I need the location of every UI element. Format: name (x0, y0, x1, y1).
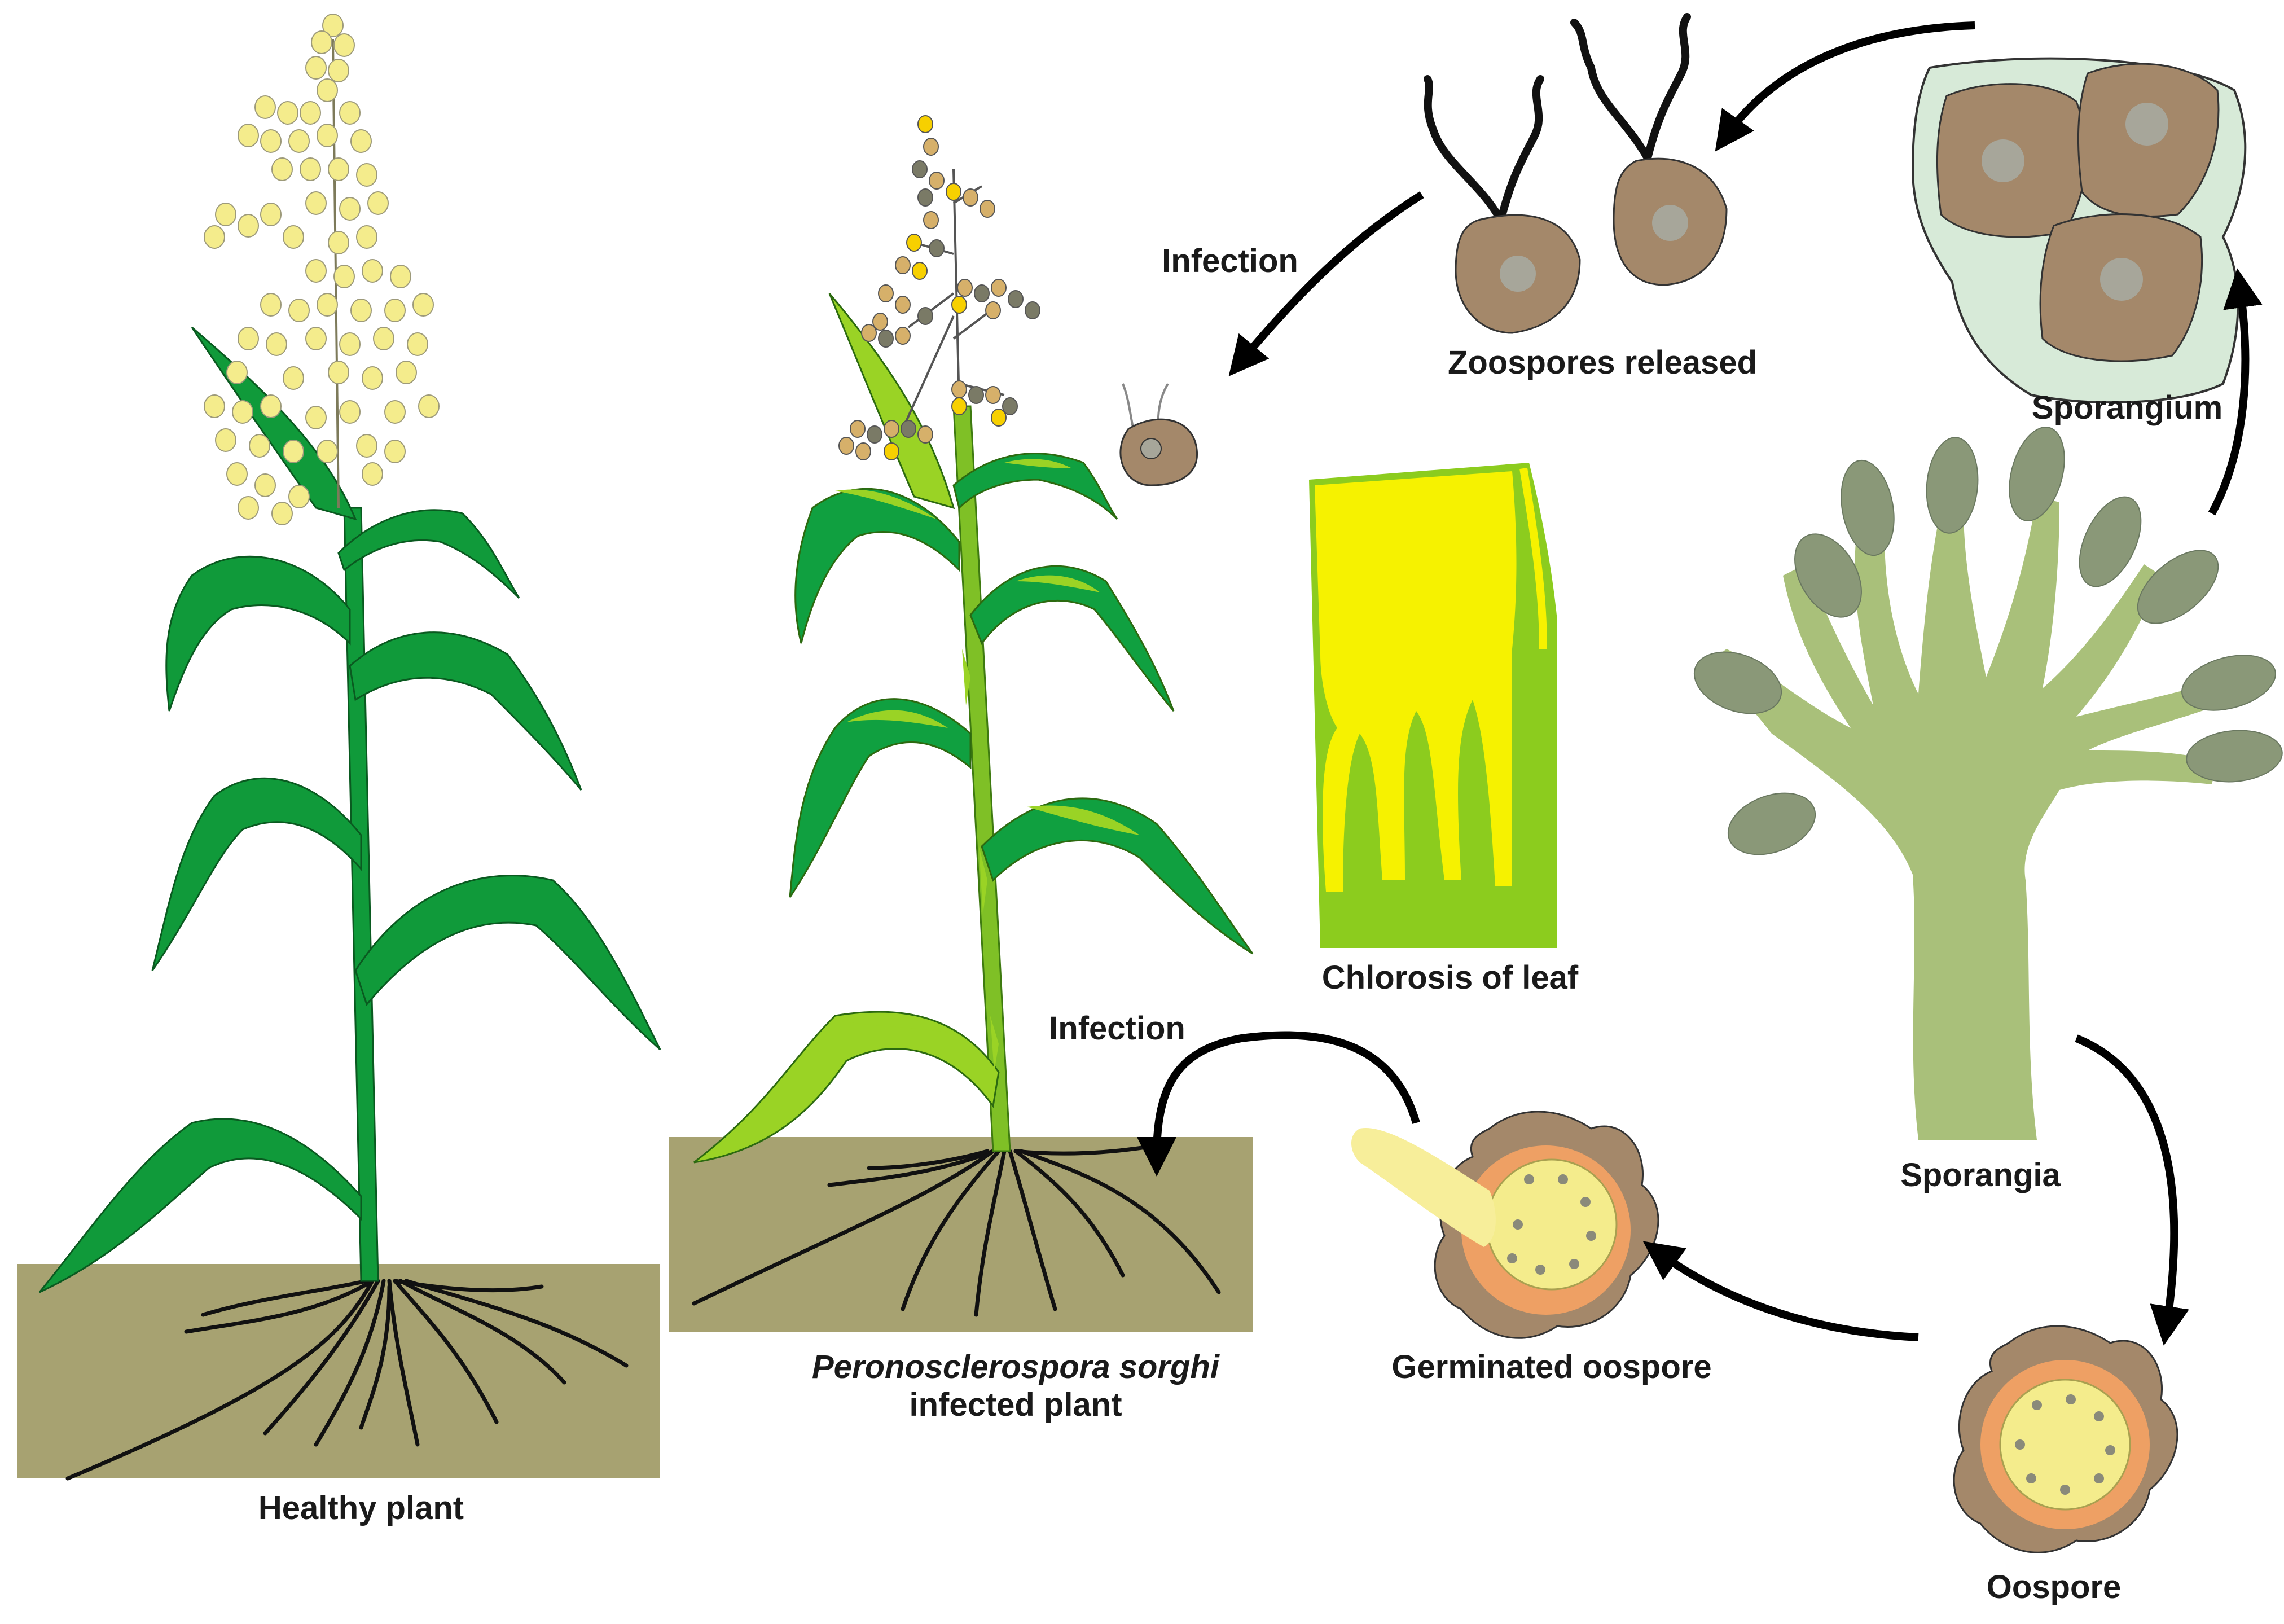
healthy-panicle (204, 14, 440, 525)
zoospore-1 (1424, 75, 1581, 334)
label-sporangium: Sporangium (2031, 389, 2223, 426)
arrow-germinated-to-infection (1137, 1031, 1420, 1177)
healthy-stem (343, 507, 379, 1282)
label-infected-plant: Peronosclerospora sorghi infected plant (700, 1349, 1332, 1424)
infected-stripes (835, 459, 1140, 1072)
label-infection-top: Infection (1162, 243, 1298, 279)
label-healthy-plant: Healthy plant (258, 1490, 464, 1526)
label-infection-bottom: Infection (1049, 1010, 1185, 1047)
infected-leaves (693, 293, 1254, 1164)
infected-plant (669, 115, 1254, 1332)
label-sporangia: Sporangia (1900, 1157, 2061, 1193)
label-chlorosis: Chlorosis of leaf (1321, 959, 1579, 996)
arrow-oospore-to-germinated (1642, 1241, 1919, 1341)
germinated-oospore (1351, 1111, 1659, 1339)
label-oospore: Oospore (1986, 1569, 2122, 1605)
healthy-leaves (38, 326, 661, 1293)
healthy-plant (17, 14, 661, 1481)
infected-panicle (838, 115, 1040, 460)
arrow-zoospores-to-infection (1228, 191, 1424, 376)
label-zoospores: Zoospores released (1448, 344, 1757, 381)
infected-roots (692, 1143, 1221, 1317)
zoospore-2 (1570, 13, 1728, 286)
sporangia (1693, 427, 2283, 1140)
label-infected-suffix: infected plant (909, 1386, 1122, 1423)
chlorosis-leaf (1309, 463, 1557, 948)
arrow-sporangium-to-zoospores (1715, 21, 1975, 152)
label-germinated-oospore: Germinated oospore (1391, 1349, 1712, 1385)
arrow-sporangia-to-oospore (2075, 1034, 2189, 1346)
sporangium (1911, 57, 2247, 404)
arrow-sporangia-to-sporangium (2208, 268, 2263, 516)
floating-zoospore (1119, 383, 1198, 486)
zoospores (1424, 13, 1728, 334)
label-infected-species: Peronosclerospora sorghi (812, 1349, 1219, 1385)
cycle-arrows (1137, 21, 2263, 1346)
oospore (1953, 1325, 2178, 1553)
infected-soil (669, 1137, 1253, 1332)
healthy-roots (65, 1279, 629, 1481)
